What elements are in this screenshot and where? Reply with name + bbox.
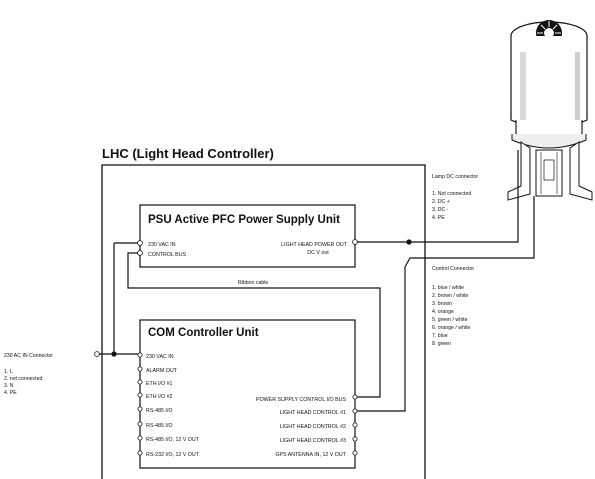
control-connector-pin: 7. blue	[432, 333, 448, 339]
wiring	[97, 150, 535, 412]
junction-dot	[111, 351, 117, 357]
com-port-right: LIGHT HEAD CONTROL #3	[280, 438, 346, 444]
com-title: COM Controller Unit	[148, 327, 259, 339]
control-connector-pin: 8. green	[432, 341, 451, 347]
lamp-dc-pin: 4. PE	[432, 215, 445, 221]
com-port-left: ETH I/O #2	[146, 394, 173, 400]
com-box	[139, 319, 356, 469]
psu-box	[139, 204, 356, 268]
com-port-right: POWER SUPPLY CONTROL I/O BUS	[256, 397, 346, 403]
com-port-left: RS-485 I/O	[146, 408, 173, 414]
ribbon-cable-label: Ribbon cable	[238, 280, 268, 286]
psu-port-control-bus: CONTROL BUS	[148, 252, 187, 258]
psu-title: PSU Active PFC Power Supply Unit	[148, 214, 340, 226]
ac-in-pin: 4. PE	[4, 390, 17, 396]
lhc-title: LHC (Light Head Controller)	[102, 146, 274, 161]
control-connector-pin: 5. green / white	[432, 317, 468, 323]
control-connector-pin: 1. blue / white	[432, 285, 464, 291]
lamp-dc-pin: 2. DC +	[432, 199, 450, 205]
lhc-enclosure	[101, 164, 426, 479]
psu-port-light-head-power-out: LIGHT HEAD POWER OUT	[281, 242, 348, 248]
ac-in-title: 230 AC IN Connector	[4, 353, 53, 359]
light-head-illustration	[507, 20, 593, 201]
com-port-left: RS-485 I/O	[146, 423, 173, 429]
com-port-left: RS-485 I/O, 12 V OUT	[146, 437, 200, 443]
com-port-right: LIGHT HEAD CONTROL #1	[280, 410, 346, 416]
port-markers	[94, 239, 358, 456]
com-port-left: ETH I/O #1	[146, 381, 173, 387]
com-port-left: ALARM OUT	[146, 368, 178, 374]
control-connector-pin: 2. brown / white	[432, 293, 468, 299]
psu-port-dc-out: DC V out	[307, 250, 329, 256]
lamp-dc-title: Lamp DC connector	[432, 174, 478, 180]
com-port-right: GPS ANTENNA IN, 12 V OUT	[275, 452, 346, 458]
junction-dot	[406, 239, 412, 245]
control-connector-title: Control Connector	[432, 266, 474, 272]
lamp-dc-pin: 1. Not connected	[432, 191, 471, 197]
control-connector-pin: 6. orange / white	[432, 325, 470, 331]
control-connector-pin: 3. brown	[432, 301, 452, 307]
ac-in-pin: 1. L	[4, 369, 13, 375]
ac-in-pin: 2. not connected	[4, 376, 42, 382]
control-connector-pin: 4. orange	[432, 309, 454, 315]
psu-port-230vac: 230 VAC IN	[148, 242, 176, 248]
lamp-dc-pin: 3. DC -	[432, 207, 449, 213]
com-port-left: 230 VAC IN	[146, 354, 174, 360]
com-port-right: LIGHT HEAD CONTROL #2	[280, 424, 346, 430]
ac-in-pin: 3. N	[4, 383, 14, 389]
com-port-left: RS-232 I/O, 12 V OUT	[146, 452, 200, 458]
